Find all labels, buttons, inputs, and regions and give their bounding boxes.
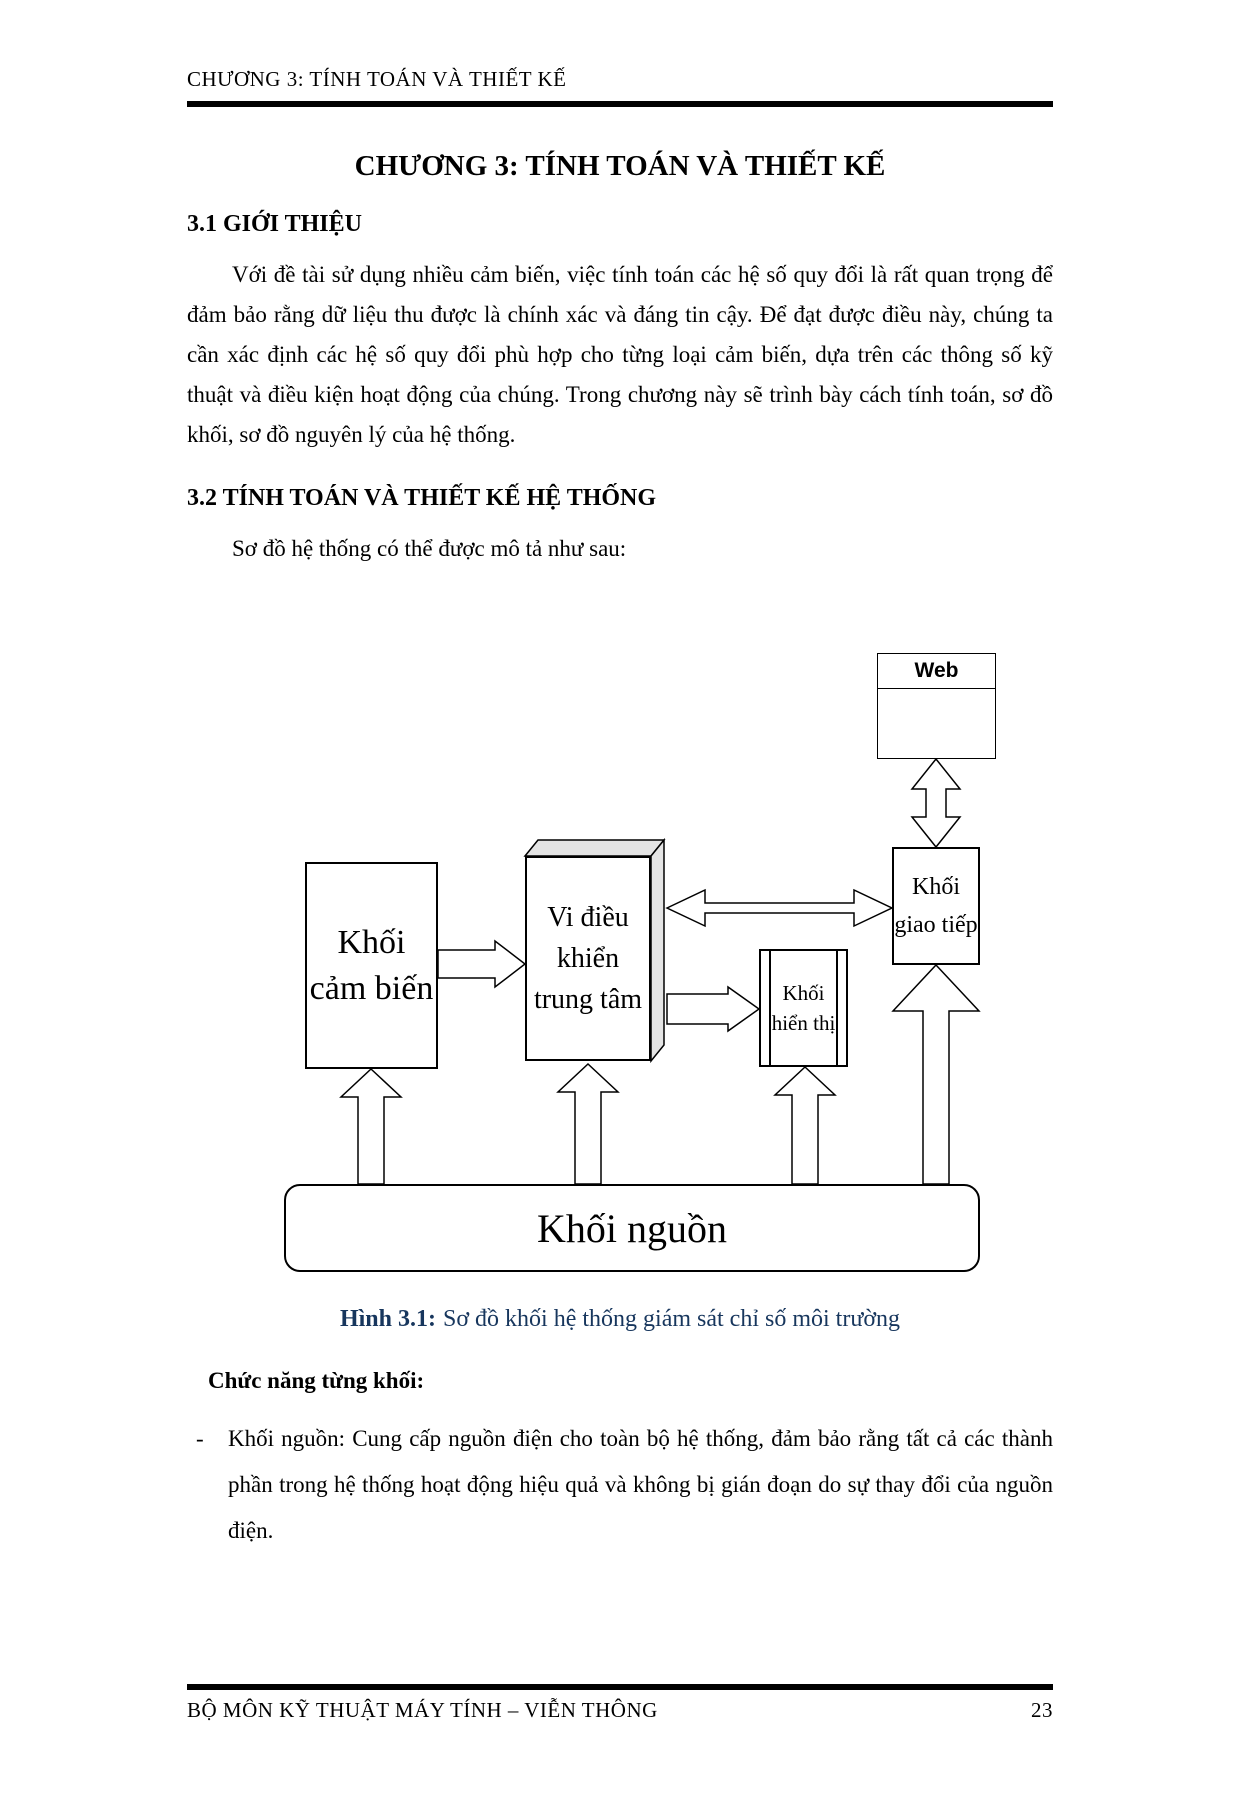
arrow-nguon-to-giaotiep-icon	[891, 963, 981, 1185]
arrow-web-giaotiep-double-icon	[910, 757, 962, 849]
hienthi-block-label: Khối hiển thị	[771, 981, 836, 1035]
list-item: - Khối nguồn: Cung cấp nguồn điện cho to…	[187, 1416, 1053, 1554]
arrow-cambien-to-vdk-icon	[437, 939, 527, 989]
chapter-title: CHƯƠNG 3: TÍNH TOÁN VÀ THIẾT KẾ	[354, 150, 886, 182]
giaotiep-block: Khối giao tiếp	[892, 847, 980, 965]
cambien-block: Khối cảm biến	[305, 862, 438, 1069]
arrow-vdk-giaotiep-double-icon	[665, 888, 894, 928]
arrow-nguon-to-hienthi-icon	[773, 1065, 837, 1185]
nguon-block: Khối nguồn	[284, 1184, 980, 1272]
running-header-text: CHƯƠNG 3: TÍNH TOÁN VÀ THIẾT KẾ	[187, 67, 567, 91]
figure-caption: Hình 3.1: Sơ đồ khối hệ thống giám sát ch…	[187, 1302, 1053, 1336]
hienthi-block-inner: Khối hiển thị	[769, 951, 838, 1065]
paragraph-3-1: Với đề tài sử dụng nhiều cảm biến, việc …	[187, 262, 1053, 447]
web-block-label: Web	[878, 654, 995, 689]
intro-line: Sơ đồ hệ thống có thể được mô tả như sau…	[232, 536, 627, 561]
diagram-arrows-layer	[339, 757, 981, 1185]
page-footer: BỘ MÔN KỸ THUẬT MÁY TÍNH – VIỄN THÔNG 23	[187, 1684, 1053, 1723]
bullet-dash: -	[196, 1426, 204, 1451]
cambien-block-label: Khối cảm biến	[309, 923, 434, 1007]
arrow-vdk-to-hienthi-icon	[666, 985, 761, 1033]
nguon-block-label: Khối nguồn	[537, 1205, 727, 1251]
arrow-nguon-to-cambien-icon	[339, 1067, 403, 1185]
footer-department: BỘ MÔN KỸ THUẬT MÁY TÍNH – VIỄN THÔNG	[187, 1698, 658, 1722]
vdk-box-top-face	[523, 839, 666, 857]
list-item-text: Khối nguồn: Cung cấp nguồn điện cho toàn…	[228, 1426, 1053, 1543]
page: CHƯƠNG 3: TÍNH TOÁN VÀ THIẾT KẾ CHƯƠNG 3…	[0, 66, 1241, 1554]
figure-caption-label: Hình 3.1:	[339, 1306, 436, 1332]
block-diagram: Web Khối cảm biến Vi điều khiển trung tâ…	[187, 584, 1053, 1284]
web-block: Web	[877, 653, 996, 759]
hienthi-block: Khối hiển thị	[759, 949, 848, 1067]
vdk-box-right-face	[650, 837, 665, 1064]
vdk-block-label: Vi điều khiển trung tâm	[533, 902, 643, 1015]
figure-caption-text: Sơ đồ khối hệ thống giám sát chỉ số môi …	[443, 1306, 901, 1332]
section-heading-3-1: 3.1 GIỚI THIỆU	[187, 211, 362, 237]
giaotiep-block-label: Khối giao tiếp	[894, 874, 978, 938]
running-header: CHƯƠNG 3: TÍNH TOÁN VÀ THIẾT KẾ	[187, 66, 1053, 107]
functions-heading: Chức năng từng khối:	[208, 1368, 425, 1393]
arrow-nguon-to-vdk-icon	[556, 1062, 620, 1185]
page-number: 23	[1031, 1698, 1053, 1722]
section-heading-3-2: 3.2 TÍNH TOÁN VÀ THIẾT KẾ HỆ THỐNG	[187, 485, 657, 511]
vdk-block: Vi điều khiển trung tâm	[525, 856, 651, 1061]
